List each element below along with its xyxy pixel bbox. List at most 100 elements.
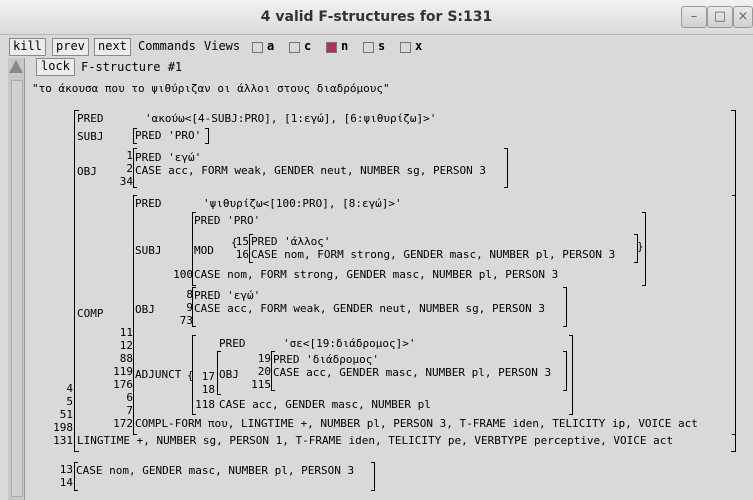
comp-subj-bracket (192, 212, 196, 286)
outer-bracket (74, 110, 79, 452)
comp-obj-case: CASE acc, FORM weak, GENDER neut, NUMBER… (194, 302, 545, 315)
subj-bracket (133, 128, 137, 144)
comp-obj-attr: OBJ (135, 303, 155, 316)
extra-id: 14 (59, 476, 73, 489)
kill-button[interactable]: kill (9, 38, 46, 56)
adjunct-bracket-right (569, 335, 573, 415)
comp-attr: COMP (77, 307, 104, 320)
subj-bracket-right (205, 128, 209, 144)
close-icon[interactable]: × (733, 6, 753, 28)
pred-value: 'ακούω<[4-SUBJ:PRO], [1:εγώ], [6:ψιθυρίζ… (145, 112, 437, 125)
compl-line: COMPL-FORM που, LINGTIME +, NUMBER pl, P… (135, 417, 698, 430)
outer-id: 51 (59, 408, 73, 421)
comp-obj-pred: PRED 'εγώ' (194, 289, 261, 302)
checkbox-a-label: a (267, 39, 275, 53)
mod-bracket (249, 234, 253, 263)
commands-menu[interactable]: Commands (138, 39, 196, 53)
mod-set-brace-close-icon: } (637, 240, 644, 253)
obj-pred: PRED 'εγώ' (135, 151, 202, 164)
mod-id: 16 (235, 248, 249, 261)
adjunct-attr: ADJUNCT (135, 368, 182, 381)
subj-attr: SUBJ (77, 130, 104, 143)
obj-attr: OBJ (77, 165, 97, 178)
adj-obj-id: 19 (257, 352, 271, 365)
extra-bracket (74, 462, 78, 491)
comp-pred-attr: PRED (135, 197, 162, 210)
adjunct-id: 119 (113, 365, 133, 378)
adjunct-id: 6 (126, 391, 133, 404)
obj-bracket (133, 148, 137, 188)
adjunct-id: 12 (119, 339, 133, 352)
window-title: 4 valid F-structures for S:131 (260, 9, 493, 25)
adj-case-id: 118 (195, 398, 215, 411)
comp-obj-id: 8 (186, 288, 193, 301)
title-bar[interactable]: 4 valid F-structures for S:131 – □ × (0, 0, 753, 35)
pred-attr: PRED (77, 112, 104, 125)
adjunct-bracket (192, 335, 196, 415)
adj-pred-attr: PRED (219, 337, 246, 350)
checkbox-x[interactable] (400, 42, 411, 53)
comp-bracket-right (732, 195, 736, 435)
toolbar: kill prev next Commands Views a c n s x (0, 35, 753, 57)
comp-subj-bracket-right (642, 212, 646, 286)
comp-obj-id: 9 (186, 301, 193, 314)
comp-bracket (133, 195, 137, 435)
extra-case: CASE nom, GENDER masc, NUMBER pl, PERSON… (76, 464, 355, 477)
mod-pred: PRED 'άλλος' (251, 235, 331, 248)
adj-obj-outer-id: 18 (201, 383, 215, 396)
lock-button[interactable]: lock (36, 58, 75, 76)
adjunct-id: 172 (113, 417, 133, 430)
adj-pred-value: 'σε<[19:διάδρομος]>' (283, 337, 416, 350)
outer-id: 5 (66, 395, 73, 408)
checkbox-a[interactable] (252, 42, 263, 53)
subj-value: PRED 'PRO' (135, 129, 202, 142)
scrollbar-thumb[interactable] (11, 80, 23, 497)
adj-obj-outer-id: 17 (201, 370, 215, 383)
minimize-icon[interactable]: – (681, 6, 707, 28)
obj-id: 34 (119, 175, 133, 188)
scroll-up-icon[interactable] (9, 60, 23, 73)
adjunct-id: 88 (119, 352, 133, 365)
mod-case: CASE nom, FORM strong, GENDER masc, NUMB… (251, 248, 616, 261)
adj-obj-id: 115 (251, 378, 271, 391)
extra-bracket-right (371, 462, 375, 491)
adj-obj-pred: PRED 'διάδρομος' (273, 353, 379, 366)
maximize-icon[interactable]: □ (707, 6, 733, 28)
mod-bracket-right (634, 234, 638, 263)
adjunct-set-brace-icon: { (187, 369, 194, 382)
comp-subj-case: CASE nom, FORM strong, GENDER masc, NUMB… (194, 268, 559, 281)
ling-line: LINGTIME +, NUMBER sg, PERSON 1, T-FRAME… (77, 434, 674, 447)
obj-case: CASE acc, FORM weak, GENDER neut, NUMBER… (135, 164, 486, 177)
next-button[interactable]: next (94, 38, 131, 56)
adj-obj-case: CASE acc, GENDER masc, NUMBER pl, PERSON… (273, 366, 552, 379)
views-menu[interactable]: Views (204, 39, 241, 53)
adjunct-id: 11 (119, 326, 133, 339)
obj-id: 2 (126, 162, 133, 175)
adj-obj-bracket-right (563, 351, 567, 391)
comp-pred-value: 'ψιθυρίζω<[100:PRO], [8:εγώ]>' (203, 197, 402, 210)
comp-obj-bracket-right (563, 287, 567, 327)
adjunct-id: 176 (113, 378, 133, 391)
obj-id: 1 (126, 149, 133, 162)
mod-set-brace-icon: { (231, 236, 238, 249)
fstructure-canvas: "το άκουσα που το ψιθύριζαν οι άλλοι στο… (25, 78, 753, 500)
adj-case: CASE acc, GENDER masc, NUMBER pl (219, 398, 431, 411)
checkbox-c[interactable] (289, 42, 300, 53)
fstructure-label: F-structure #1 (81, 60, 183, 74)
comp-obj-bracket (192, 287, 196, 327)
outer-id: 131 (53, 434, 73, 447)
checkbox-s[interactable] (363, 42, 374, 53)
prev-button[interactable]: prev (52, 38, 89, 56)
checkbox-n-label: n (341, 39, 349, 53)
extra-id: 13 (59, 463, 73, 476)
checkbox-c-label: c (304, 39, 312, 53)
checkbox-s-label: s (378, 39, 386, 53)
obj-bracket-right (504, 148, 508, 188)
comp-subj-id: 100 (173, 268, 193, 281)
checkbox-n[interactable] (326, 42, 337, 53)
adj-inner-bracket (217, 351, 221, 395)
sentence-text: "το άκουσα που το ψιθύριζαν οι άλλοι στο… (32, 82, 390, 95)
comp-subj-pred: PRED 'PRO' (194, 214, 261, 227)
mod-id: 15 (235, 235, 249, 248)
